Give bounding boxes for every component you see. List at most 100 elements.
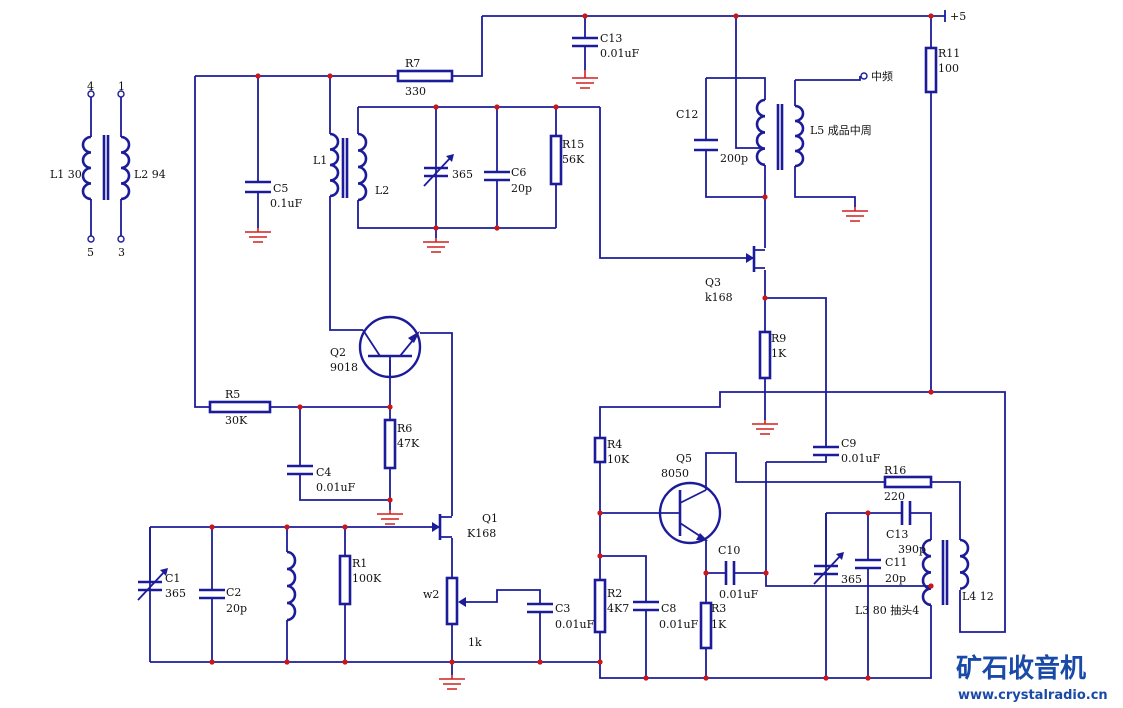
label-r3-value: 1K <box>711 618 727 631</box>
label-r5: R5 <box>225 388 240 401</box>
ground-icon <box>842 207 868 222</box>
label-if-out: 中频 <box>871 69 893 83</box>
label-c11: C11 <box>885 556 907 569</box>
transformer-l1-l2-legend <box>81 90 131 243</box>
resistor-r9 <box>758 330 772 380</box>
label-q5: Q5 <box>676 452 692 465</box>
label-q2-type: 9018 <box>330 361 358 374</box>
label-w2: w2 <box>423 588 439 601</box>
label-c2-value: 20p <box>226 602 247 615</box>
grounds <box>245 70 868 690</box>
transistor-q3 <box>745 246 765 272</box>
transistor-q1 <box>430 514 452 540</box>
label-c8: C8 <box>661 602 676 615</box>
label-r3: R3 <box>711 602 726 615</box>
label-r2-value: 4K7 <box>607 602 629 615</box>
label-c6-value: 20p <box>511 182 532 195</box>
capacitor-c2 <box>199 588 225 600</box>
label-q5-type: 8050 <box>661 467 689 480</box>
label-c9: C9 <box>841 437 856 450</box>
resistor-r15 <box>549 134 563 186</box>
label-r9: R9 <box>771 332 786 345</box>
potentiometer-w2 <box>445 576 459 626</box>
ground-icon <box>245 228 271 243</box>
capacitor-c4 <box>287 464 313 476</box>
label-r11-value: 100 <box>938 62 959 75</box>
label-q1-type: K168 <box>467 527 496 540</box>
label-c1-value: 365 <box>165 587 186 600</box>
label-365-bottom: 365 <box>841 573 862 586</box>
label-r1-value: 100K <box>352 572 382 585</box>
label-c9-value: 0.01uF <box>841 452 881 465</box>
resistor-r11 <box>924 46 938 94</box>
label-c13-bottom: C13 <box>886 528 908 541</box>
label-c10: C10 <box>718 544 740 557</box>
label-c13-top: C13 <box>600 32 622 45</box>
ground-icon <box>572 70 598 89</box>
label-c12: C12 <box>676 108 698 121</box>
label-q3-type: k168 <box>705 291 733 304</box>
capacitor-c13-390p <box>900 501 912 525</box>
site-watermark: 矿石收音机 www.crystalradio.cn <box>956 653 1108 703</box>
label-c12-value: 200p <box>720 152 748 165</box>
label-r4: R4 <box>607 438 622 451</box>
label-c8-value: 0.01uF <box>659 618 699 631</box>
capacitor-c3 <box>527 602 553 614</box>
wires <box>149 15 1006 679</box>
ground-icon <box>752 420 778 435</box>
label-pin3: 3 <box>118 246 125 259</box>
inductors <box>81 72 970 622</box>
label-q2: Q2 <box>330 346 346 359</box>
oscillator-coil-l3-l4 <box>921 538 970 607</box>
label-r1: R1 <box>352 557 367 570</box>
resistor-r7 <box>396 69 454 83</box>
label-r15: R15 <box>562 138 584 151</box>
capacitor-c6 <box>484 170 510 182</box>
label-l2-turns: L2 94 <box>134 168 166 181</box>
label-c13-bottom-value: 390p <box>898 543 926 556</box>
label-c3-value: 0.01uF <box>555 618 595 631</box>
label-c4-value: 0.01uF <box>316 481 356 494</box>
variable-capacitor-365-bottom <box>813 513 844 585</box>
label-r7-value: 330 <box>405 85 426 98</box>
label-r5-value: 30K <box>225 414 248 427</box>
resistor-r16 <box>883 475 933 489</box>
resistor-r5 <box>208 400 272 414</box>
if-transformer-l5 <box>755 72 868 170</box>
transistor-q5 <box>658 481 722 545</box>
label-r16: R16 <box>884 464 906 477</box>
capacitor-c12 <box>694 138 718 152</box>
label-c13-top-value: 0.01uF <box>600 47 640 60</box>
ground-icon <box>377 510 403 525</box>
component-labels: +5 中频 4 1 5 3 L1 30 L2 94 R7 330 C13 0.0… <box>50 10 994 649</box>
transistors <box>358 246 765 545</box>
label-l1: L1 <box>313 154 327 167</box>
label-r6-value: 47K <box>397 437 420 450</box>
label-pin5: 5 <box>87 246 94 259</box>
inductor-antenna <box>286 550 297 622</box>
resistor-r2 <box>593 578 607 634</box>
brand-url: www.crystalradio.cn <box>958 688 1108 703</box>
label-r2: R2 <box>607 587 622 600</box>
label-r11: R11 <box>938 47 960 60</box>
label-l4: L4 12 <box>962 590 994 603</box>
resistor-r4 <box>593 436 607 464</box>
label-r9-value: 1K <box>771 347 787 360</box>
capacitors <box>137 36 912 614</box>
transformer-l1-l2 <box>329 132 368 202</box>
label-365-top: 365 <box>452 168 473 181</box>
junctions <box>209 13 934 681</box>
label-c5: C5 <box>273 182 288 195</box>
capacitor-c5 <box>245 180 271 194</box>
resistor-r1 <box>338 554 352 606</box>
capacitor-c10 <box>724 561 736 585</box>
label-pin1: 1 <box>118 80 125 93</box>
capacitor-c13-top <box>572 36 598 48</box>
resistor-r6 <box>383 418 397 470</box>
label-q1: Q1 <box>482 512 498 525</box>
transistor-q2 <box>358 315 422 379</box>
capacitor-c8 <box>633 600 659 612</box>
ground-icon <box>439 675 465 690</box>
label-w2-value: 1k <box>468 636 482 649</box>
